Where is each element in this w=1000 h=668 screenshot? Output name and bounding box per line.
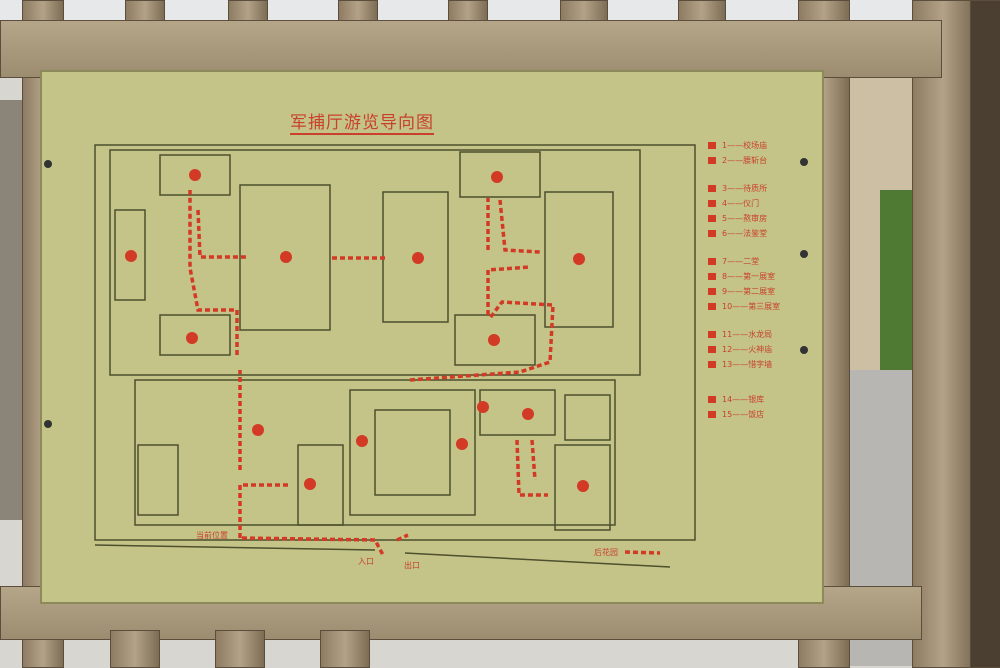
- fence-post: [970, 0, 1000, 668]
- bolt: [800, 158, 808, 166]
- bolt: [800, 250, 808, 258]
- legend-item: 4——仪门: [708, 196, 780, 211]
- legend-item: 14——银库: [708, 392, 780, 407]
- sign-title: 军捕厅游览导向图: [290, 108, 434, 135]
- legend-item: 12——火神庙: [708, 342, 780, 357]
- legend-item: 9——第二展室: [708, 284, 780, 299]
- current-location-label: 当前位置: [196, 531, 228, 540]
- exit-label: 出口: [404, 561, 420, 570]
- fence-post: [215, 630, 265, 668]
- legend-item: 6——法鉴堂: [708, 226, 780, 241]
- legend-item: 7——二堂: [708, 254, 780, 269]
- legend-item: 11——水龙局: [708, 327, 780, 342]
- legend-item: 1——校场庙: [708, 138, 780, 153]
- legend-item: 2——腰斩台: [708, 153, 780, 168]
- legend-item: 5——熬审房: [708, 211, 780, 226]
- map-legend: 1——校场庙 2——腰斩台 3——待质所 4——仪门 5——熬审房 6——法鉴堂…: [708, 138, 780, 422]
- fence-post: [912, 0, 974, 668]
- fence-post: [110, 630, 160, 668]
- bolt: [44, 160, 52, 168]
- bolt: [800, 346, 808, 354]
- map-outline: [94, 144, 696, 541]
- south-compound: [134, 379, 616, 526]
- legend-item: 15——饭店: [708, 407, 780, 422]
- bolt: [44, 420, 52, 428]
- north-compound: [109, 149, 641, 376]
- legend-item: 3——待质所: [708, 181, 780, 196]
- legend-item: 13——惜字墙: [708, 357, 780, 372]
- legend-item: 10——第三展室: [708, 299, 780, 314]
- garden-label: 后花园: [594, 548, 618, 557]
- legend-item: 8——第一展室: [708, 269, 780, 284]
- fence-rail-top: [0, 20, 942, 78]
- entrance-label: 入口: [358, 557, 374, 566]
